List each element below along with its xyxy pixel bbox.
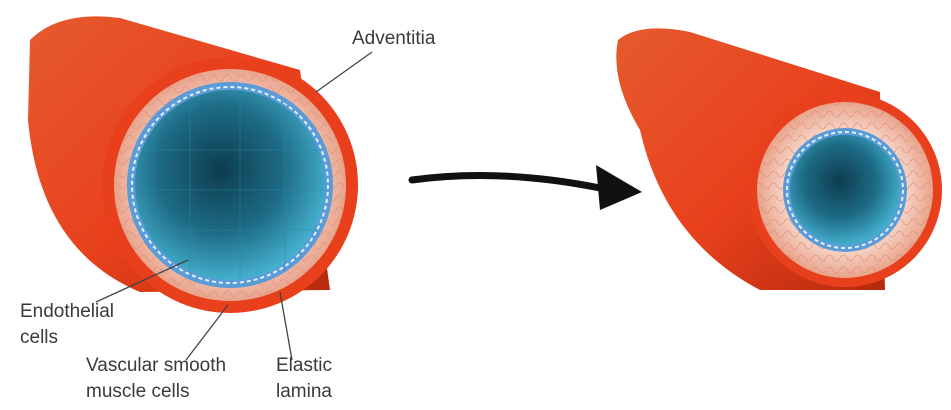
vsmc-leader xyxy=(186,305,228,360)
endothelial-label-line2: cells xyxy=(20,326,58,350)
normal-vessel-lumen xyxy=(135,90,325,280)
transition-arrow xyxy=(412,165,642,210)
elastic-label-line1: Elastic xyxy=(276,354,332,378)
vsmc-label-line2: muscle cells xyxy=(86,380,189,404)
normal-vessel xyxy=(28,16,358,313)
elastic-label-line2: lamina xyxy=(276,380,332,404)
adventitia-leader xyxy=(316,52,372,92)
narrowed-vessel-lumen xyxy=(790,135,900,245)
adventitia-label: Adventitia xyxy=(352,27,435,51)
narrowed-vessel xyxy=(616,28,942,290)
elastic-leader xyxy=(280,292,292,360)
endothelial-label-line1: Endothelial xyxy=(20,300,114,324)
vsmc-label-line1: Vascular smooth xyxy=(86,354,226,378)
